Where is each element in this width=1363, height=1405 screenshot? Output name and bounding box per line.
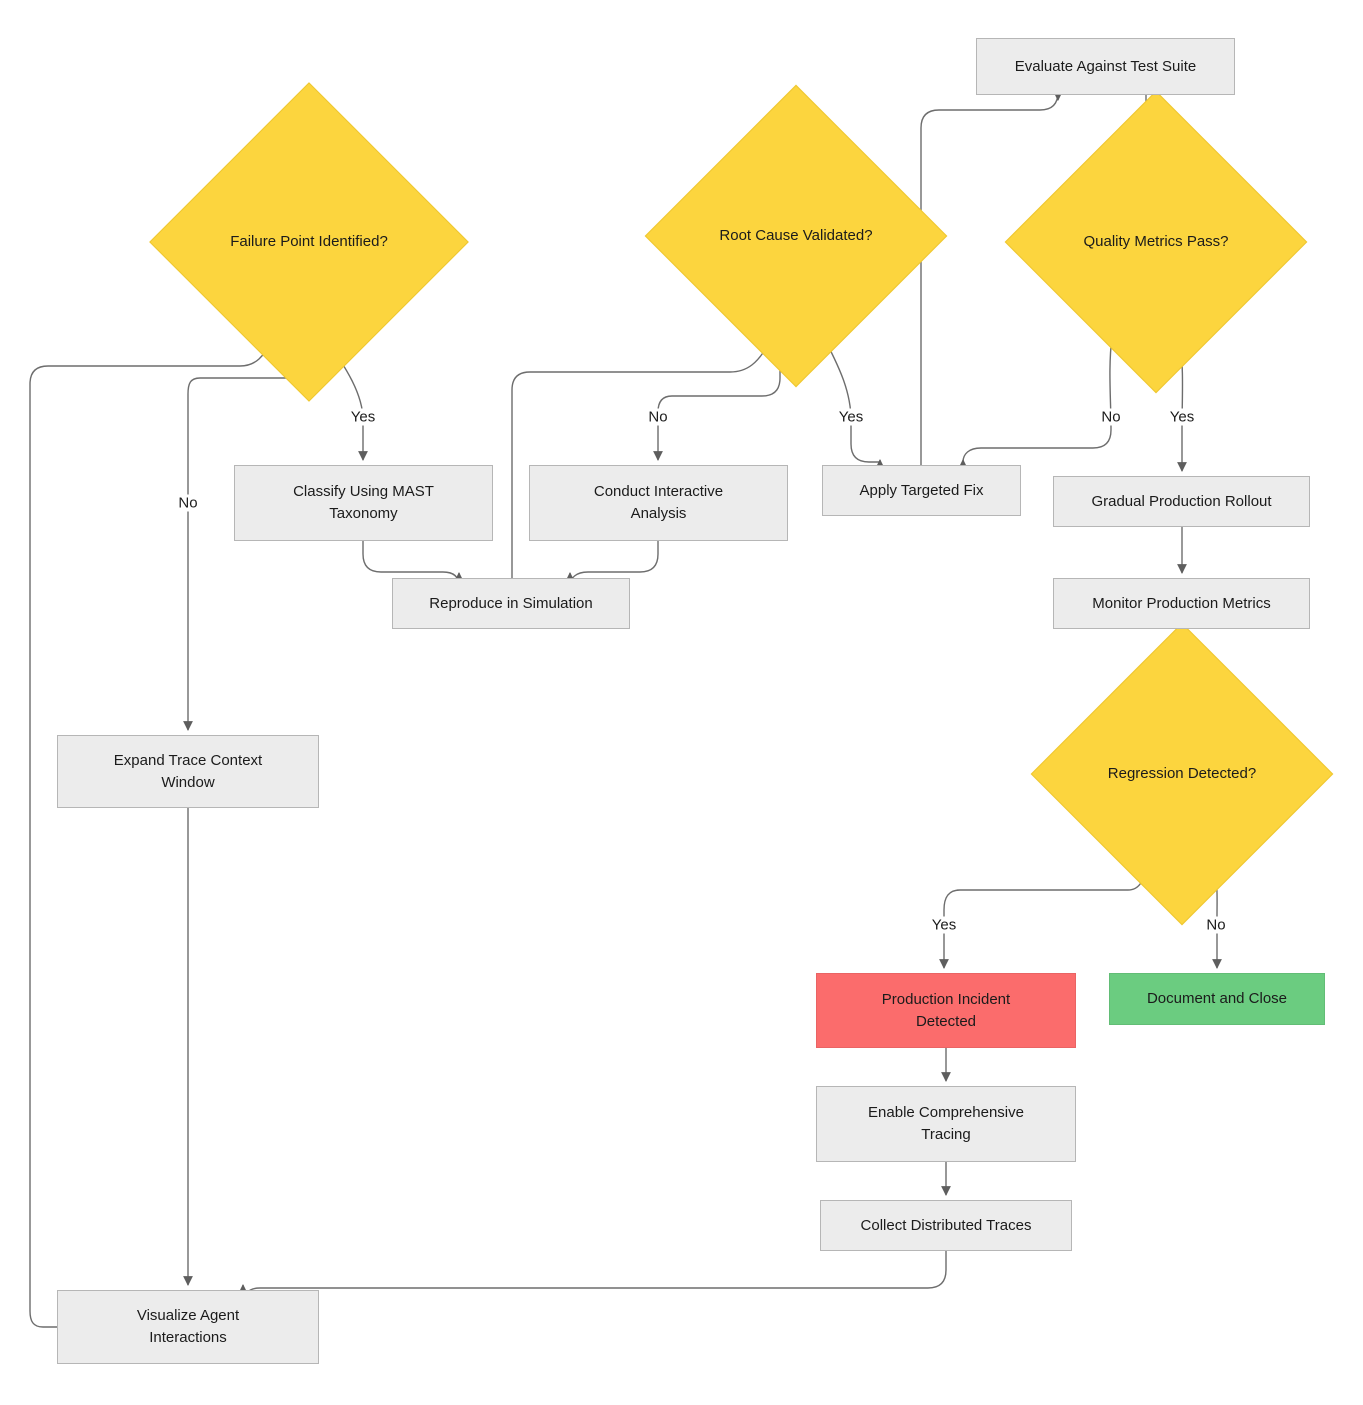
- decision-root-cause-validated[interactable]: Root Cause Validated?: [644, 84, 948, 388]
- process-monitor-production-metrics[interactable]: Monitor Production Metrics: [1053, 578, 1310, 629]
- edge-fix-evaluate: [920, 91, 1063, 465]
- node-label: Document and Close: [1146, 990, 1288, 1008]
- process-classify-using-mast-taxonomy[interactable]: Classify Using MAST Taxonomy: [234, 465, 493, 541]
- edge-label-rootcause-no: No: [645, 408, 671, 426]
- node-label: Expand Trace Context Window: [113, 751, 263, 791]
- process-enable-comprehensive-tracing[interactable]: Enable Comprehensive Tracing: [816, 1086, 1076, 1162]
- decision-label: Root Cause Validated?: [719, 227, 873, 245]
- edge-rootcause-no-analysis: [653, 345, 781, 461]
- decision-label: Regression Detected?: [1107, 765, 1257, 783]
- edge-quality-no-fix: [958, 335, 1113, 469]
- edge-label-regression-yes: Yes: [928, 916, 960, 934]
- process-conduct-interactive-analysis[interactable]: Conduct Interactive Analysis: [529, 465, 788, 541]
- process-collect-distributed-traces[interactable]: Collect Distributed Traces: [820, 1200, 1072, 1251]
- node-label: Monitor Production Metrics: [1092, 594, 1271, 612]
- process-visualize-agent-interactions[interactable]: Visualize Agent Interactions: [57, 1290, 319, 1364]
- edge-label-failure-no: No: [175, 494, 201, 512]
- node-label: Production Incident Detected: [881, 990, 1011, 1030]
- decision-label: Failure Point Identified?: [230, 233, 388, 251]
- node-label: Apply Targeted Fix: [859, 481, 984, 499]
- process-expand-trace-context-window[interactable]: Expand Trace Context Window: [57, 735, 319, 808]
- node-label: Collect Distributed Traces: [860, 1216, 1032, 1234]
- node-label: Evaluate Against Test Suite: [1014, 57, 1197, 75]
- edge-label-quality-no: No: [1098, 408, 1124, 426]
- process-gradual-production-rollout[interactable]: Gradual Production Rollout: [1053, 476, 1310, 527]
- edge-label-failure-yes: Yes: [347, 408, 379, 426]
- node-label: Gradual Production Rollout: [1091, 492, 1272, 510]
- decision-regression-detected[interactable]: Regression Detected?: [1030, 622, 1334, 926]
- decision-quality-metrics-pass[interactable]: Quality Metrics Pass?: [1004, 90, 1308, 394]
- process-document-and-close[interactable]: Document and Close: [1109, 973, 1325, 1025]
- node-label: Visualize Agent Interactions: [136, 1307, 240, 1346]
- edge-collect-visualize: [238, 1251, 947, 1307]
- edge-label-quality-yes: Yes: [1166, 408, 1198, 426]
- process-evaluate-against-test-suite[interactable]: Evaluate Against Test Suite: [976, 38, 1235, 95]
- node-label: Enable Comprehensive Tracing: [868, 1104, 1024, 1143]
- edge-label-rootcause-yes: Yes: [835, 408, 867, 426]
- decision-failure-point-identified[interactable]: Failure Point Identified?: [149, 82, 469, 402]
- node-label: Reproduce in Simulation: [429, 594, 593, 612]
- process-apply-targeted-fix[interactable]: Apply Targeted Fix: [822, 465, 1021, 516]
- node-label: Conduct Interactive Analysis: [593, 483, 724, 522]
- process-reproduce-in-simulation[interactable]: Reproduce in Simulation: [392, 578, 630, 629]
- process-production-incident-detected[interactable]: Production Incident Detected: [816, 973, 1076, 1048]
- node-label: Classify Using MAST Taxonomy: [293, 483, 434, 522]
- edge-label-regression-no: No: [1203, 916, 1229, 934]
- decision-label: Quality Metrics Pass?: [1083, 233, 1229, 251]
